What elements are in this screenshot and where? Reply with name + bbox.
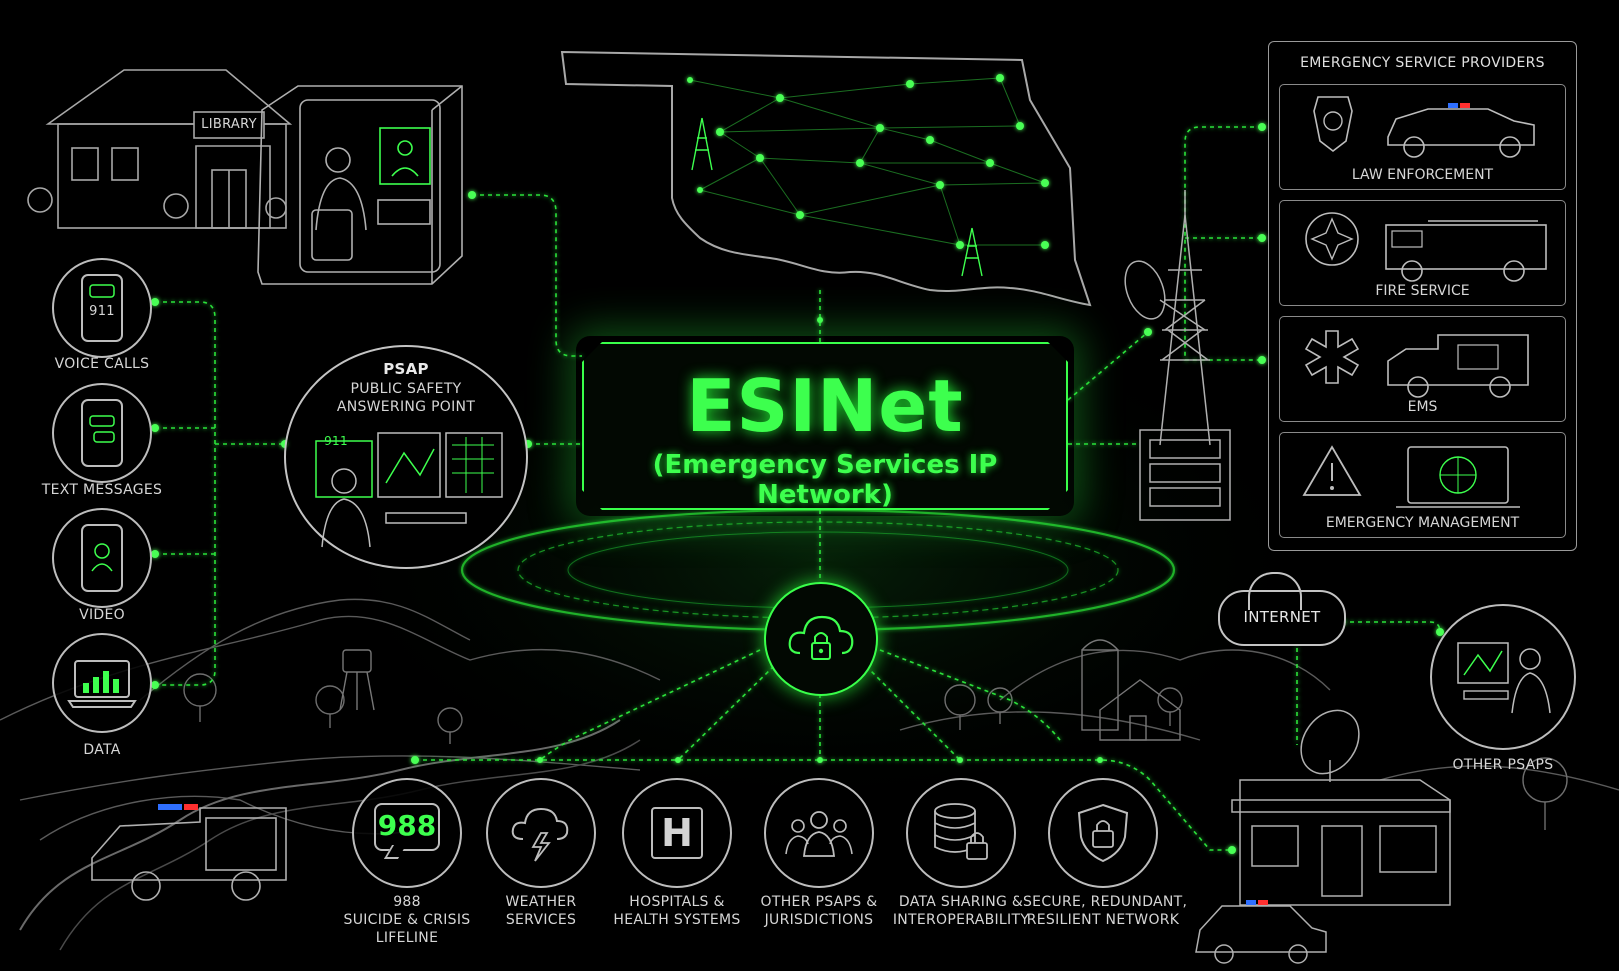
phone-call-icon (81, 274, 123, 342)
data-label: DATA (83, 742, 121, 758)
provider-fire-service: FIRE SERVICE (1279, 200, 1566, 306)
service-988-line1: 988 (393, 894, 421, 910)
provider-ems: EMS (1279, 316, 1566, 422)
psap-circle (284, 345, 528, 569)
data-circle (52, 633, 152, 733)
service-988-circle: 988 (352, 778, 462, 888)
providers-panel: EMERGENCY SERVICE PROVIDERS LAW ENFORCEM… (1268, 41, 1577, 551)
esinet-subtitle: (Emergency Services IP Network) (652, 450, 998, 510)
shield-lock-icon (1077, 803, 1129, 863)
oklahoma-map (560, 50, 1092, 307)
landscape (0, 598, 1619, 841)
internet-cloud-top (1248, 572, 1302, 610)
service-988-line2: SUICIDE & CRISIS (343, 912, 471, 928)
service-hospital-circle: H (622, 778, 732, 888)
people-group-icon (785, 811, 853, 857)
service-secure-network-line2: RESILIENT NETWORK (1026, 912, 1180, 928)
secure-cloud-node (764, 582, 878, 696)
water-tower (339, 649, 375, 711)
psap-line2: ANSWERING POINT (336, 399, 476, 415)
video-call-icon (81, 524, 123, 592)
weather-storm-icon (511, 807, 569, 862)
ems-graphic (1304, 330, 1529, 398)
ems-label: EMS (1407, 399, 1438, 415)
hospital-icon: H (651, 807, 703, 859)
service-hospital-line2: HEALTH SYSTEMS (613, 912, 741, 928)
fire-service-graphic (1305, 212, 1547, 282)
map-nodes (687, 74, 1049, 249)
voice-calls-label: VOICE CALLS (54, 356, 150, 372)
service-secure-network-line1: SECURE, REDUNDANT, (1023, 894, 1188, 910)
video-label: VIDEO (79, 607, 125, 623)
call-booth (257, 85, 463, 285)
service-data-sharing-line1: DATA SHARING & (898, 894, 1024, 910)
service-data-sharing-line2: INTEROPERABILITY (892, 912, 1030, 928)
emergency-management-label: EMERGENCY MANAGEMENT (1325, 515, 1520, 531)
cloud-lock-icon (788, 615, 854, 660)
connectors (155, 126, 1441, 851)
service-weather-circle (486, 778, 596, 888)
library-sign: LIBRARY (201, 117, 257, 132)
text-message-icon (81, 399, 123, 467)
trees (183, 673, 1568, 830)
psap-line1: PUBLIC SAFETY (350, 381, 462, 397)
988-badge-text: 988 (377, 809, 437, 842)
emergency-management-graphic (1302, 445, 1520, 508)
farm (1081, 639, 1181, 741)
voice-call-screen: 911 (89, 304, 115, 319)
library-building (27, 69, 293, 229)
text-message-circle (52, 383, 152, 483)
psap-title: PSAP (383, 360, 429, 378)
service-jurisdictions-line1: OTHER PSAPS & (760, 894, 878, 910)
service-secure-network-circle (1048, 778, 1158, 888)
esinet-title: ESINet (686, 364, 964, 448)
map-tower-icon (691, 117, 983, 277)
dispatcher-icon (315, 432, 503, 548)
law-enforcement-graphic (1313, 96, 1535, 158)
psap-building (1231, 709, 1451, 906)
video-circle (52, 508, 152, 608)
service-weather-line1: WEATHER (505, 894, 577, 910)
service-jurisdictions-line2: JURISDICTIONS (764, 912, 874, 928)
service-hospital-line1: HOSPITALS & (629, 894, 725, 910)
data-laptop-icon (67, 660, 137, 708)
police-car (1195, 900, 1327, 964)
service-988-line3: LIFELINE (375, 930, 439, 946)
provider-emergency-management: EMERGENCY MANAGEMENT (1279, 432, 1566, 538)
cell-tower (1124, 190, 1231, 521)
voice-call-circle (52, 258, 152, 358)
988-badge-icon: 988 (374, 803, 440, 863)
psap-screen-text: 911 (324, 434, 348, 448)
service-data-sharing-circle (906, 778, 1016, 888)
map-mesh (689, 77, 1046, 246)
fire-service-label: FIRE SERVICE (1375, 283, 1470, 299)
esinet-box: ESINet (Emergency Services IP Network) (582, 342, 1068, 510)
providers-heading: EMERGENCY SERVICE PROVIDERS (1300, 55, 1545, 71)
law-enforcement-label: LAW ENFORCEMENT (1351, 167, 1494, 183)
service-weather-line2: SERVICES (505, 912, 577, 928)
other-psaps-dispatcher-icon (1457, 642, 1551, 714)
provider-law-enforcement: LAW ENFORCEMENT (1279, 84, 1566, 190)
text-messages-label: TEXT MESSAGES (41, 482, 163, 498)
other-psaps-label: OTHER PSAPS (1452, 757, 1554, 773)
database-lock-icon (934, 803, 988, 860)
internet-label: INTERNET (1243, 608, 1321, 626)
hospital-badge-text: H (661, 811, 693, 855)
other-psaps-circle (1430, 604, 1576, 750)
ambulance-vehicle (91, 804, 287, 901)
service-jurisdictions-circle (764, 778, 874, 888)
